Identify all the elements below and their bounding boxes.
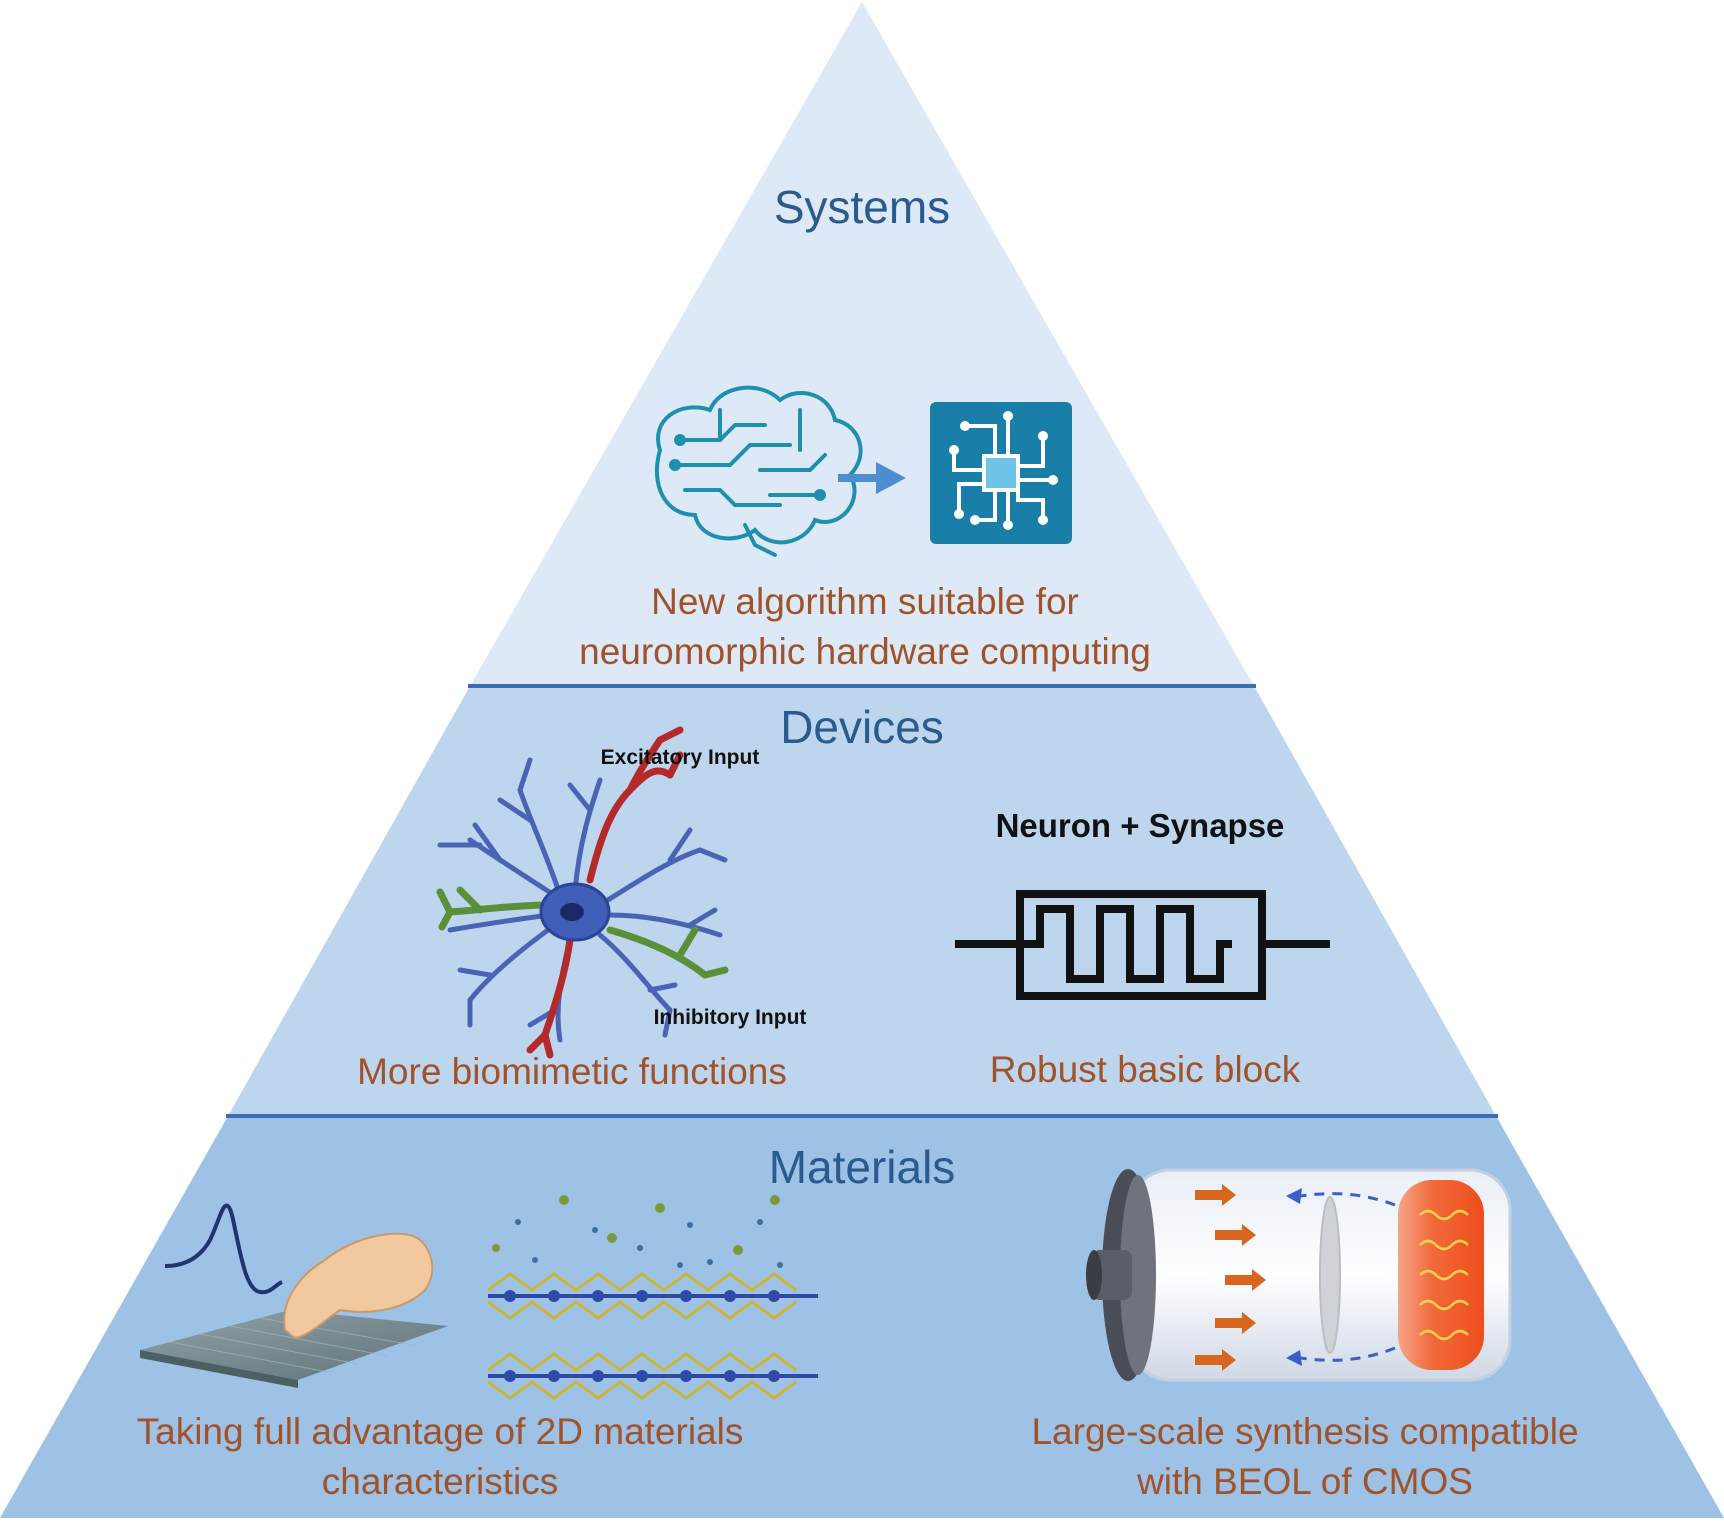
touch-sensor-icon [140,1203,448,1388]
devices-left-caption: More biomimetic functions [357,1051,787,1092]
materials-right-caption-line2: with BEOL of CMOS [1137,1461,1473,1502]
resistor-symbol-icon [955,890,1330,1000]
tier-title-devices: Devices [780,701,944,753]
tier-devices-background [228,686,1496,1116]
inhibitory-input-label: Inhibitory Input [653,1006,807,1029]
layered-2d-material-icon [487,1195,818,1400]
devices-right-caption: Robust basic block [989,1049,1301,1090]
arrow-right-icon [838,462,906,494]
systems-caption-line1: New algorithm suitable for [651,581,1079,622]
materials-left-caption-line2: characteristics [321,1461,559,1502]
materials-right-caption-line1: Large-scale synthesis compatible [1031,1411,1579,1452]
brain-circuit-icon [654,385,863,557]
systems-caption-line2: neuromorphic hardware computing [579,631,1151,672]
neuron-icon [436,726,729,1059]
tier-title-systems: Systems [773,181,951,233]
cvd-furnace-icon [1086,1168,1512,1382]
excitatory-input-label: Excitatory Input [600,746,760,769]
materials-left-caption-line1: Taking full advantage of 2D materials [136,1411,744,1452]
neuron-synapse-label: Neuron + Synapse [995,807,1285,844]
tier-title-materials: Materials [768,1141,956,1193]
microchip-icon [930,402,1072,544]
